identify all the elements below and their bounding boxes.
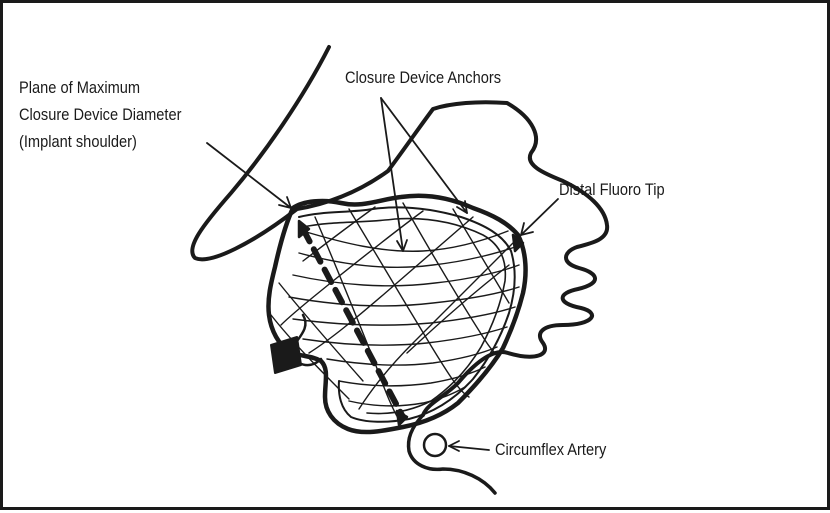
label-plane-line-2: Closure Device Diameter xyxy=(19,104,181,126)
label-circumflex-artery: Circumflex Artery xyxy=(495,439,606,461)
appendage-lower-wall xyxy=(409,415,495,493)
circumflex-artery-circle xyxy=(424,434,446,456)
catheter-stub xyxy=(271,337,301,373)
label-plane-line-3: (Implant shoulder) xyxy=(19,131,137,153)
label-distal-fluoro-tip: Distal Fluoro Tip xyxy=(559,179,665,201)
label-plane-line-1: Plane of Maximum xyxy=(19,77,140,99)
anchor-marker-lower xyxy=(397,411,407,425)
maximum-diameter-dashed-line xyxy=(303,229,403,417)
label-closure-device-anchors: Closure Device Anchors xyxy=(345,67,501,89)
